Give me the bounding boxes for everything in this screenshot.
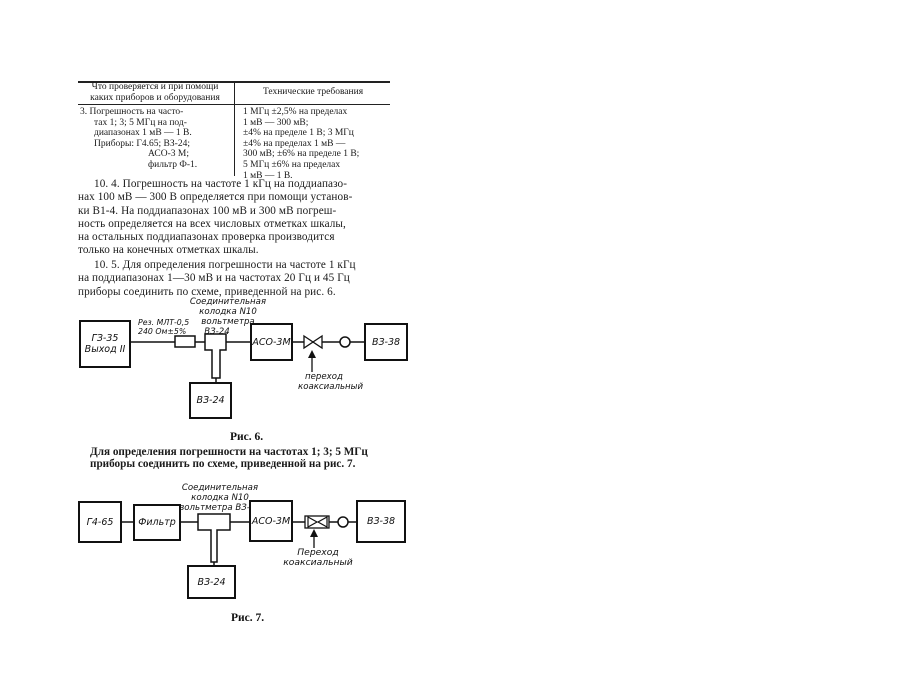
filter-box: Фильтр bbox=[133, 504, 181, 541]
table-header-right: Технические требования bbox=[262, 87, 364, 97]
figure-6-connector-label: Соединительная колодка N10 вольтметра ВЗ… bbox=[189, 297, 267, 337]
paragraph-10-4: 10. 4. Погрешность на частоте 1 кГц на п… bbox=[78, 178, 353, 257]
resistor-label: Рез. МЛТ-0,5 240 Ом±5% bbox=[138, 318, 190, 336]
coaxial-adapter-label: Переход коаксиальный bbox=[283, 547, 353, 568]
coaxial-adapter-label: переход коаксиальный bbox=[298, 372, 364, 392]
figure-7-intro-line-1: Для определения погрешности на частотах … bbox=[90, 446, 368, 458]
table-header-left: Что проверяется и при помощи каких прибо… bbox=[90, 82, 220, 103]
v3-38-box: ВЗ-38 bbox=[356, 500, 406, 543]
generator-g4-65-box: Г4-65 bbox=[78, 501, 122, 543]
aco-3m-box: АСО-3М bbox=[249, 500, 293, 542]
figure-7-caption: Рис. 7. bbox=[231, 612, 265, 624]
table-column-divider bbox=[234, 81, 235, 176]
v3-24-box: ВЗ-24 bbox=[187, 565, 236, 599]
figure-7-intro-line-2: приборы соединить по схеме, приведенной … bbox=[90, 458, 356, 470]
generator-g3-35-box: ГЗ-35 Выход II bbox=[79, 320, 131, 368]
v3-38-box: ВЗ-38 bbox=[364, 323, 408, 361]
paragraph-10-5: 10. 5. Для определения погрешности на ча… bbox=[78, 259, 356, 298]
figure-6-caption: Рис. 6. bbox=[230, 431, 264, 443]
table-cell-right: 1 МГц ±2,5% на пределах 1 мВ — 300 мВ; ±… bbox=[243, 107, 360, 181]
v3-24-box: ВЗ-24 bbox=[189, 382, 232, 419]
table-cell-left: 3. Погрешность на часто- тах 1; 3; 5 МГц… bbox=[80, 107, 198, 170]
figure-7-connector-label: Соединительная колодка N10 вольтметра ВЗ… bbox=[179, 483, 261, 513]
aco-3m-box: АСО-3М bbox=[250, 323, 293, 361]
